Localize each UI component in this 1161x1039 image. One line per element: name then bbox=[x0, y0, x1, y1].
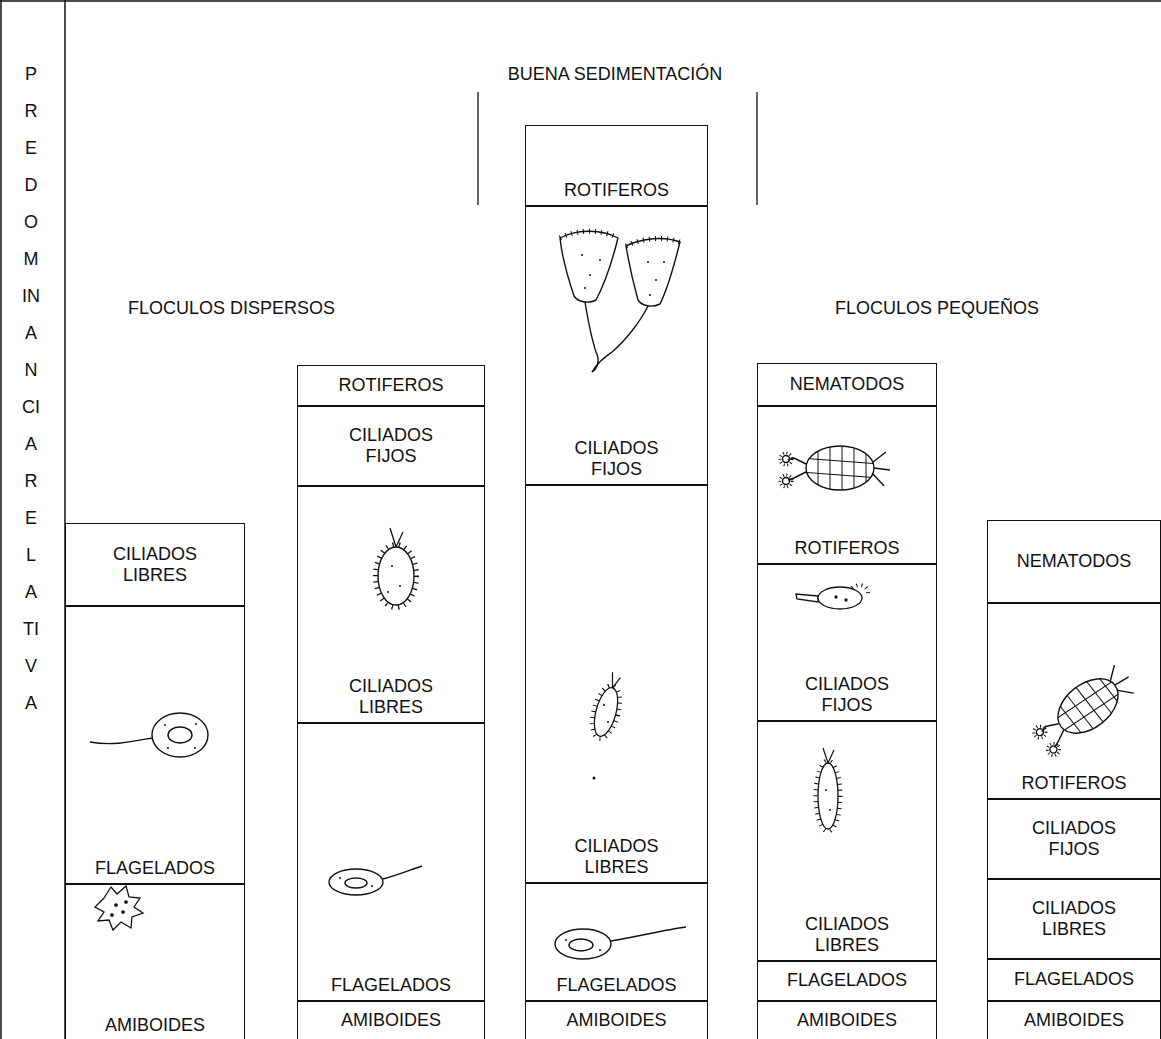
group-box: CILIADOS FIJOS bbox=[297, 405, 485, 487]
group-box: ROTIFEROS bbox=[525, 125, 708, 207]
group-box: CILIADOS FIJOS bbox=[987, 798, 1161, 880]
group-box: AMIBOIDES bbox=[757, 1000, 937, 1039]
group-name: AMIBOIDES bbox=[797, 1010, 897, 1031]
group-box: NEMATODOS bbox=[757, 363, 937, 407]
group-box: FLAGELADOS bbox=[297, 722, 485, 1002]
group-heading: FLOCULOS PEQUEÑOS bbox=[835, 297, 1039, 319]
group-box: ROTIFEROS bbox=[987, 602, 1161, 800]
group-name: FLAGELADOS bbox=[95, 858, 215, 879]
group-name: CILIADOS LIBRES bbox=[782, 914, 912, 956]
group-heading: BUENA SEDIMENTACIÓN bbox=[440, 63, 790, 85]
group-name: CILIADOS FIJOS bbox=[1009, 818, 1139, 860]
group-name: FLAGELADOS bbox=[787, 970, 907, 991]
group-name: FLAGELADOS bbox=[331, 975, 451, 996]
group-name: FLAGELADOS bbox=[556, 975, 676, 996]
group-box: FLAGELADOS bbox=[525, 882, 708, 1002]
group-name: CILIADOS FIJOS bbox=[326, 425, 456, 467]
group-name: ROTIFEROS bbox=[338, 375, 443, 396]
group-heading: FLOCULOS DISPERSOS bbox=[128, 297, 335, 319]
group-name: CILIADOS FIJOS bbox=[782, 674, 912, 716]
group-name: NEMATODOS bbox=[1017, 551, 1131, 572]
group-box: AMIBOIDES bbox=[297, 1000, 485, 1039]
group-box: NEMATODOS bbox=[987, 520, 1161, 604]
group-box: FLAGELADOS bbox=[757, 960, 937, 1002]
group-name: FLAGELADOS bbox=[1014, 969, 1134, 990]
group-box: FLAGELADOS bbox=[987, 958, 1161, 1002]
group-box: CILIADOS FIJOS bbox=[525, 205, 708, 486]
group-box: CILIADOS LIBRES bbox=[297, 485, 485, 724]
group-name: AMIBOIDES bbox=[341, 1010, 441, 1031]
group-box: FLAGELADOS bbox=[65, 605, 245, 885]
group-box: AMIBOIDES bbox=[987, 1000, 1161, 1039]
group-box: AMIBOIDES bbox=[65, 883, 245, 1039]
group-box: ROTIFEROS bbox=[297, 365, 485, 407]
group-name: AMIBOIDES bbox=[566, 1010, 666, 1031]
group-name: AMIBOIDES bbox=[1024, 1010, 1124, 1031]
group-name: CILIADOS FIJOS bbox=[552, 438, 682, 480]
group-name: CILIADOS LIBRES bbox=[552, 836, 682, 878]
group-name: ROTIFEROS bbox=[564, 180, 669, 201]
group-box: AMIBOIDES bbox=[525, 1000, 708, 1039]
axis-label: PREDOMINANCIA RELATIVA bbox=[22, 56, 40, 722]
group-box: CILIADOS FIJOS bbox=[757, 563, 937, 722]
group-name: NEMATODOS bbox=[790, 374, 904, 395]
group-name: CILIADOS LIBRES bbox=[1009, 898, 1139, 940]
group-name: ROTIFEROS bbox=[1021, 773, 1126, 794]
group-name: CILIADOS LIBRES bbox=[90, 544, 220, 586]
group-name: AMIBOIDES bbox=[105, 1015, 205, 1036]
group-name: ROTIFEROS bbox=[794, 538, 899, 559]
group-box: CILIADOS LIBRES bbox=[525, 484, 708, 884]
group-name: CILIADOS LIBRES bbox=[326, 676, 456, 718]
group-box: ROTIFEROS bbox=[757, 405, 937, 565]
group-box: CILIADOS LIBRES bbox=[65, 523, 245, 607]
group-box: CILIADOS LIBRES bbox=[757, 720, 937, 962]
group-box: CILIADOS LIBRES bbox=[987, 878, 1161, 960]
